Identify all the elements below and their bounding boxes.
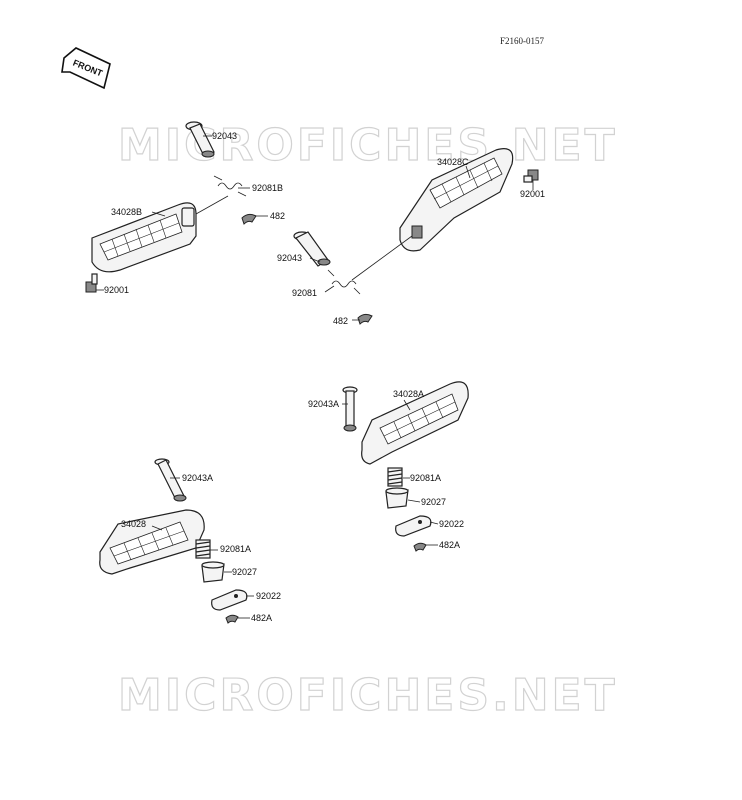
spring-92081-top-right [327,269,361,295]
label-92043-top-right: 92043 [277,253,302,263]
clip-482a-bottom-left [225,614,239,624]
label-34028a: 34028A [393,389,424,399]
label-92001-top-right: 92001 [520,189,545,199]
label-34028b: 34028B [111,207,142,217]
collar-92027-bottom-left [201,561,225,583]
clip-482-top-right [357,313,373,325]
front-arrow-icon: FRONT [61,47,111,90]
spring-92081a-bottom-left [195,539,211,559]
diagram-code: F2160-0157 [500,36,545,46]
label-92043a-bottom-right: 92043A [308,399,339,409]
leader-lines-top-left [96,135,268,291]
bolt-92001-top-right [523,169,539,183]
label-482-top-left: 482 [270,211,285,221]
label-92027-bottom-left: 92027 [232,567,257,577]
label-34028: 34028 [121,519,146,529]
clip-482-top-left [241,213,257,225]
label-92022-bottom-right: 92022 [439,519,464,529]
leader-lines-top-right [309,165,534,321]
footpeg-34028b [91,202,197,273]
bolt-92001-top-left [85,273,98,293]
label-92081a-bottom-left: 92081A [220,544,251,554]
plate-92022-bottom-left [211,589,248,611]
pin-92043a-bottom-right [342,386,358,432]
footpeg-34028a [361,381,469,465]
label-482a-bottom-right: 482A [439,540,460,550]
leader-lines-bottom-left [151,477,254,619]
spring-92081b-top-left [213,175,247,197]
label-92081-top-right: 92081 [292,288,317,298]
label-34028c: 34028C [437,157,469,167]
collar-92027-bottom-right [385,487,409,509]
label-92081a-bottom-right: 92081A [410,473,441,483]
spring-92081a-bottom-right [387,467,403,487]
plate-92022-bottom-right [395,515,432,537]
pin-92043-top-left [185,121,215,158]
label-92022-bottom-left: 92022 [256,591,281,601]
footpeg-34028c [399,148,514,252]
label-92027-bottom-right: 92027 [421,497,446,507]
footpeg-34028 [99,509,205,575]
label-92043a-bottom-left: 92043A [182,473,213,483]
clip-482a-bottom-right [413,542,427,552]
label-482-top-right: 482 [333,316,348,326]
watermark-bottom: MICROFICHES.NET [118,670,618,721]
pin-92043-top-right [293,231,331,267]
label-92043-top-left: 92043 [212,131,237,141]
leader-lines-bottom-right [342,399,439,546]
label-92081b-top-left: 92081B [252,183,283,193]
label-92001-top-left: 92001 [104,285,129,295]
label-482a-bottom-left: 482A [251,613,272,623]
pin-92043a-bottom-left [154,458,187,502]
